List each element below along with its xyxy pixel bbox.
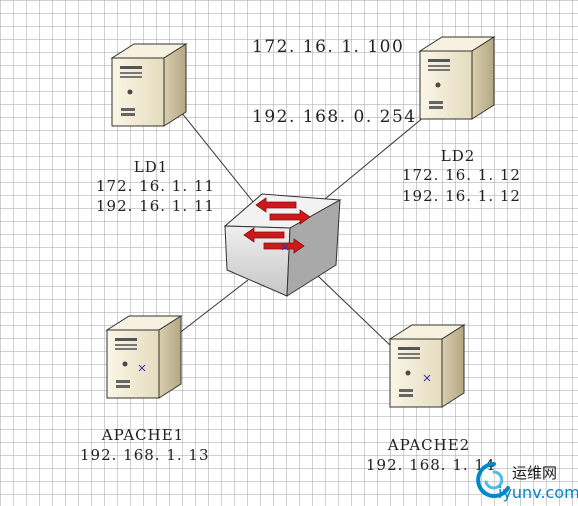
- apache2-name: APACHE2: [387, 436, 471, 454]
- ld1-name: LD1: [133, 158, 169, 176]
- ld1-ip1: 172. 16. 1. 11: [96, 177, 215, 195]
- server-ld2-icon[interactable]: [419, 36, 495, 120]
- server-apache2-icon[interactable]: [389, 324, 465, 408]
- iyunv-logo-icon: [476, 462, 510, 498]
- watermark-en: iyunv.com: [498, 483, 578, 502]
- ld2-name: LD2: [440, 147, 476, 165]
- vip-public-label: 172. 16. 1. 100: [252, 37, 405, 57]
- ld1-ip2: 192. 16. 1. 11: [96, 197, 215, 215]
- switch-arrows-icon: [243, 197, 311, 254]
- server-apache1-icon[interactable]: [106, 315, 182, 399]
- watermark-cn: 运维网: [512, 464, 558, 482]
- apache2-ip: 192. 168. 1. 14: [366, 456, 496, 474]
- apache1-name: APACHE1: [101, 426, 185, 444]
- server-ld1-icon[interactable]: [111, 43, 187, 127]
- ld2-ip2: 192. 16. 1. 12: [402, 187, 521, 205]
- vip-private-label: 192. 168. 0. 254: [252, 107, 417, 127]
- network-switch-icon[interactable]: [223, 193, 342, 297]
- ld2-ip1: 172. 16. 1. 12: [402, 166, 521, 184]
- pointer-markers: [138, 243, 431, 382]
- apache1-ip: 192. 168. 1. 13: [80, 446, 210, 464]
- watermark: 运维网 iyunv.com: [474, 458, 578, 506]
